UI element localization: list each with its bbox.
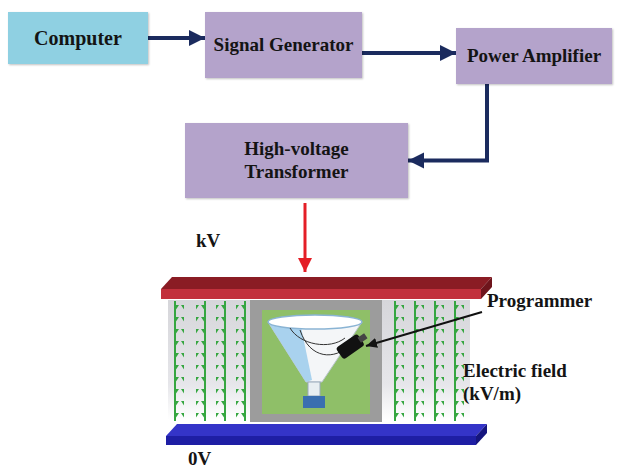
process-box: Computer bbox=[8, 12, 148, 64]
bottom-electrode-side bbox=[476, 424, 487, 445]
chamber-frame bbox=[250, 300, 382, 422]
process-box: Power Amplifier bbox=[456, 28, 612, 84]
box-label: Signal Generator bbox=[214, 34, 354, 57]
field-region bbox=[168, 300, 470, 420]
callout-label: Programmer bbox=[487, 290, 592, 313]
annotation-label: kV bbox=[196, 230, 220, 253]
process-box: High-voltage Transformer bbox=[185, 123, 408, 198]
voltage-arrow bbox=[304, 203, 307, 272]
programmer-device bbox=[336, 330, 370, 360]
bottom-electrode bbox=[166, 424, 487, 436]
annotation-label: Electric field (kV/m) bbox=[463, 360, 613, 406]
bottom-electrode-edge bbox=[166, 436, 476, 445]
leader-line bbox=[366, 312, 482, 346]
flow-arrow bbox=[362, 51, 456, 55]
annotation-label: 0V bbox=[188, 448, 211, 471]
chamber-interior bbox=[262, 310, 370, 414]
box-label: High-voltage Transformer bbox=[193, 138, 400, 184]
top-electrode-edge bbox=[161, 289, 481, 299]
flow-arrow bbox=[148, 36, 205, 40]
flow-arrow bbox=[408, 84, 487, 161]
top-electrode bbox=[161, 277, 492, 289]
field-lines bbox=[174, 301, 464, 421]
process-box: Signal Generator bbox=[205, 12, 362, 78]
funnel-trap bbox=[268, 315, 362, 408]
box-label: Power Amplifier bbox=[467, 45, 601, 68]
box-label: Computer bbox=[34, 26, 122, 50]
